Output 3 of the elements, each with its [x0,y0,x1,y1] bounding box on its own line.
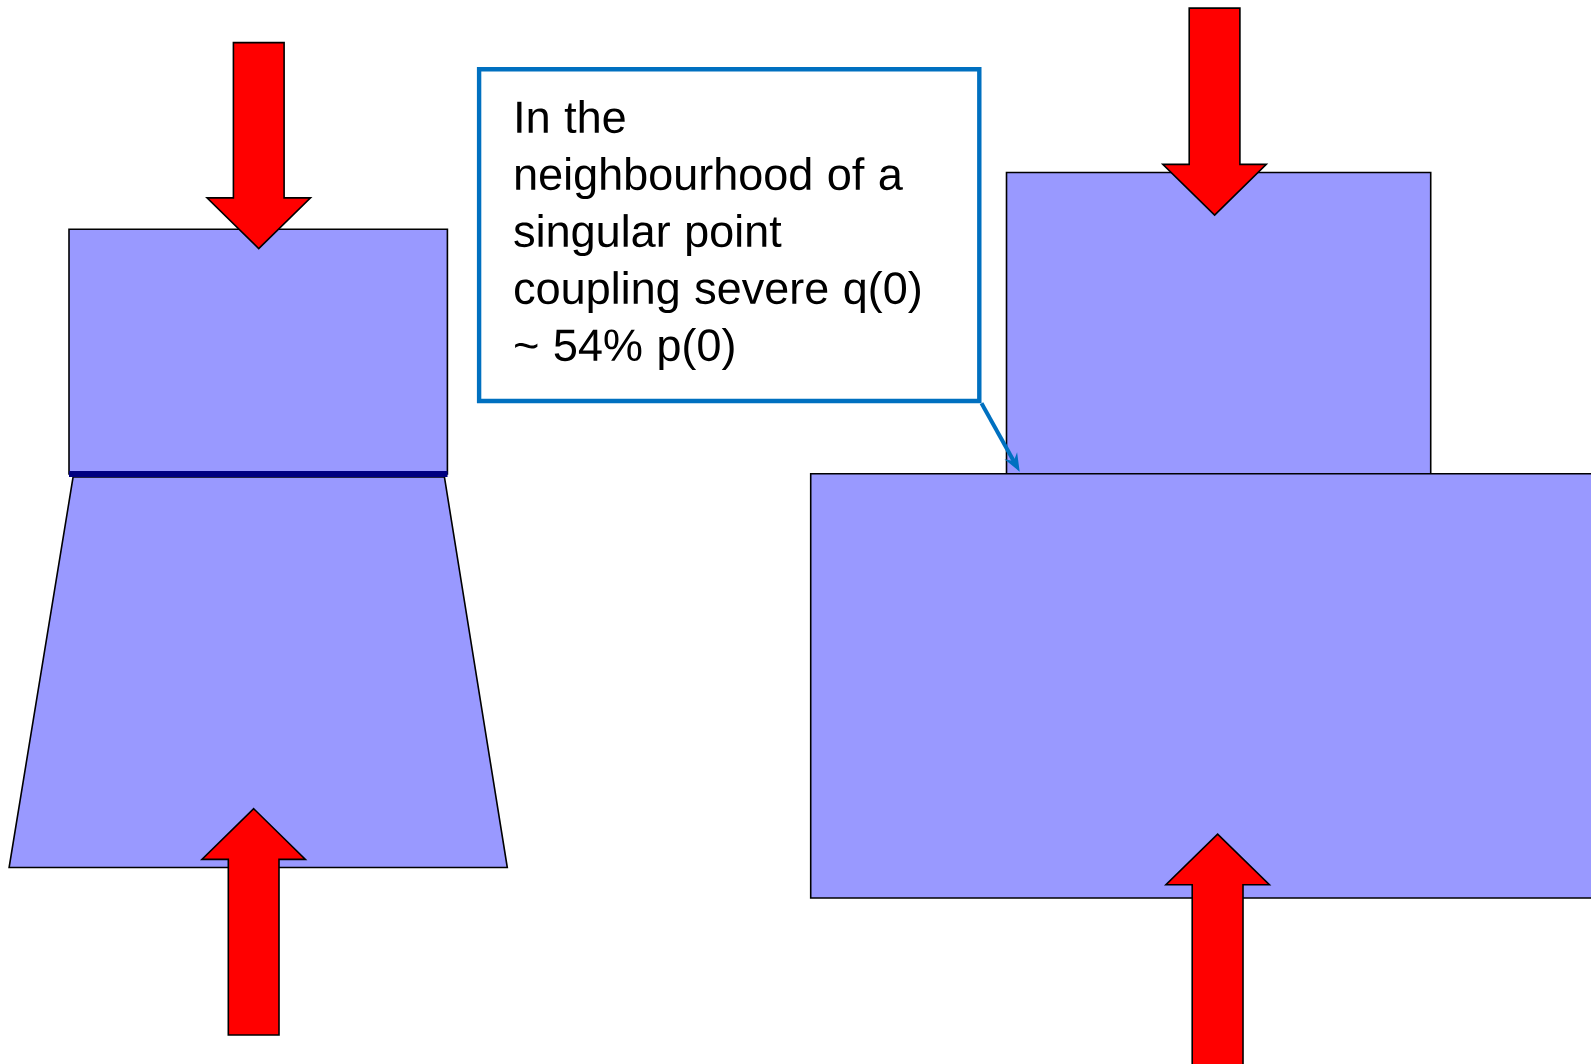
callout-box: In the neighbourhood of a singular point coupling severe q(0) ~ 54% p(0) [476,67,982,404]
block [68,228,449,475]
block [1005,171,1432,475]
